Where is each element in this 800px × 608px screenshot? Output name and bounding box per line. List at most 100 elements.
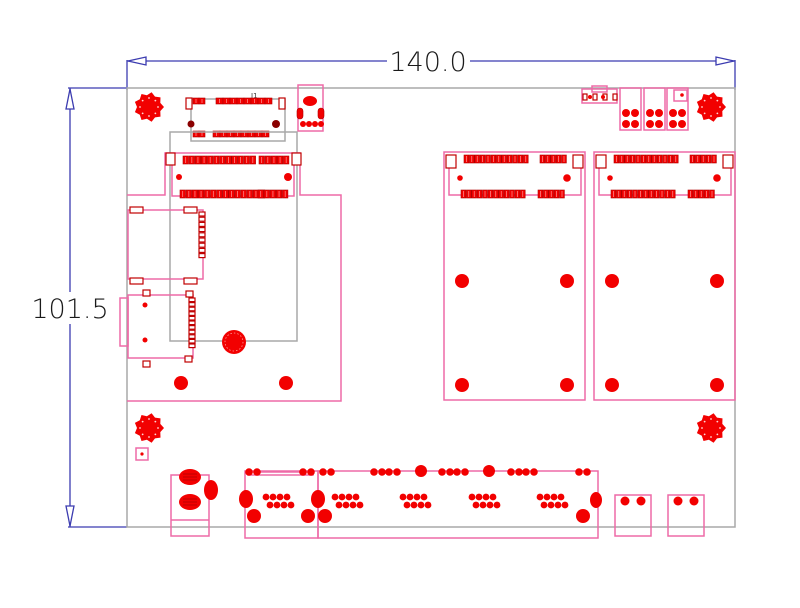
mounting-hole-2-via	[716, 99, 719, 102]
sim1-pin	[198, 237, 206, 243]
rj45-pin	[276, 493, 284, 501]
small-connector-pad-right	[317, 107, 325, 120]
mounting-hole-2-body	[696, 92, 726, 122]
sim2-pin	[188, 302, 196, 307]
rj45-mount-pad	[318, 509, 332, 523]
sim-holder-1	[127, 206, 206, 285]
rj45-pin	[486, 501, 494, 509]
usb-pin	[655, 120, 663, 128]
sim2-pad-b	[185, 290, 194, 298]
buzzer-pad	[222, 330, 246, 354]
rj45-pin	[536, 493, 544, 501]
rj45-pin	[417, 501, 425, 509]
rj45-shield-pad	[590, 492, 602, 508]
led-pair-1-outline	[614, 494, 652, 537]
mounting-hole-4-via	[703, 420, 706, 423]
j1-hole-right	[272, 120, 280, 128]
rj45-shield-pad	[239, 490, 253, 508]
sim-holder-2	[119, 289, 196, 368]
rj45-pin	[403, 501, 411, 509]
rj45-pin	[424, 501, 432, 509]
height-dimension: 101.5	[30, 87, 127, 528]
slot-outline	[593, 151, 736, 401]
board-outline	[126, 87, 736, 528]
rj45-led-pad	[446, 468, 454, 476]
left-slot-outline	[127, 152, 342, 402]
mounting-hole-3-via	[154, 420, 157, 423]
slot-peg	[607, 175, 613, 181]
slot-end-pad	[445, 154, 457, 169]
sim2-pin	[188, 338, 196, 344]
rj45-led-pad	[438, 468, 446, 476]
mounting-hole-4-via	[716, 420, 719, 423]
mounting-hole-4-body	[696, 413, 726, 443]
mounting-hole-3-via	[141, 420, 144, 423]
rj45-pin	[557, 493, 565, 501]
rj45-pin	[331, 493, 339, 501]
rj45-pin	[468, 493, 476, 501]
rj45-pin	[345, 493, 353, 501]
rj45-led-pad	[327, 468, 335, 476]
mounting-hole-2-via	[710, 97, 712, 99]
usb-pin	[655, 109, 663, 117]
rj45-led-pad	[307, 468, 315, 476]
mounting-hole-3-via	[148, 436, 150, 438]
led-pairs	[614, 494, 705, 537]
rj45-ground-pad	[415, 465, 427, 477]
j1-label: J1	[250, 92, 258, 100]
slot-end-pad	[572, 154, 584, 169]
small-connector-pad-left	[296, 107, 304, 120]
sim2-pin	[188, 334, 196, 339]
sim2-pin	[188, 297, 196, 303]
mounting-hole-3-via	[141, 433, 144, 436]
usb-pin	[622, 120, 630, 128]
rj45-pin	[550, 493, 558, 501]
rj45-pin	[410, 501, 418, 509]
slot-standoff	[560, 378, 574, 392]
rj45-ground-pad	[483, 465, 495, 477]
led-pair-2-pad-a	[673, 496, 683, 506]
usb-pin	[631, 120, 639, 128]
slot-outline	[443, 151, 586, 401]
rj45-led-pad	[393, 468, 401, 476]
mounting-hole-3-body	[134, 413, 164, 443]
height-label-bg	[30, 292, 108, 324]
mounting-hole-4-via	[710, 436, 712, 438]
sim2-pad-a	[142, 289, 151, 297]
mounting-hole-1-via	[148, 115, 150, 117]
usb-pin	[669, 120, 677, 128]
usb-pin	[678, 120, 686, 128]
slot-standoff	[455, 378, 469, 392]
slot-end-pad	[595, 154, 607, 169]
rj45-pin	[335, 501, 343, 509]
mounting-hole-1-via	[157, 106, 159, 108]
rj45-pin	[266, 501, 274, 509]
sim1-pin	[198, 216, 206, 222]
top-right-connectors	[581, 85, 689, 131]
rj45-pin	[420, 493, 428, 501]
sim-holder-2-outline	[127, 294, 194, 359]
rj45-pin	[338, 493, 346, 501]
rj45-led-pad	[253, 468, 261, 476]
rj45-pin	[269, 493, 277, 501]
rj45-pin	[280, 501, 288, 509]
sim1-pin	[198, 242, 206, 248]
mounting-hole-3	[134, 413, 164, 443]
sim1-pin	[198, 232, 206, 238]
rj45-mount-pad	[301, 509, 315, 523]
rj45-pin	[475, 493, 483, 501]
sim2-peg-bottom	[142, 337, 148, 343]
usb-port-2	[643, 87, 666, 131]
arrow-right-icon	[715, 56, 735, 66]
mounting-hole-4-via	[703, 433, 706, 436]
arrow-left-icon	[127, 56, 147, 66]
rj45-led-pad	[583, 468, 591, 476]
slot-end-pad	[722, 154, 734, 169]
rj45-pin	[554, 501, 562, 509]
rj45-pin	[547, 501, 555, 509]
width-dimension: 140.0	[126, 47, 736, 90]
mini-pcie-slots-right	[443, 151, 736, 401]
sim2-pin	[188, 343, 196, 349]
mounting-hole-3-via	[139, 427, 141, 429]
rj45-led-pad	[453, 468, 461, 476]
